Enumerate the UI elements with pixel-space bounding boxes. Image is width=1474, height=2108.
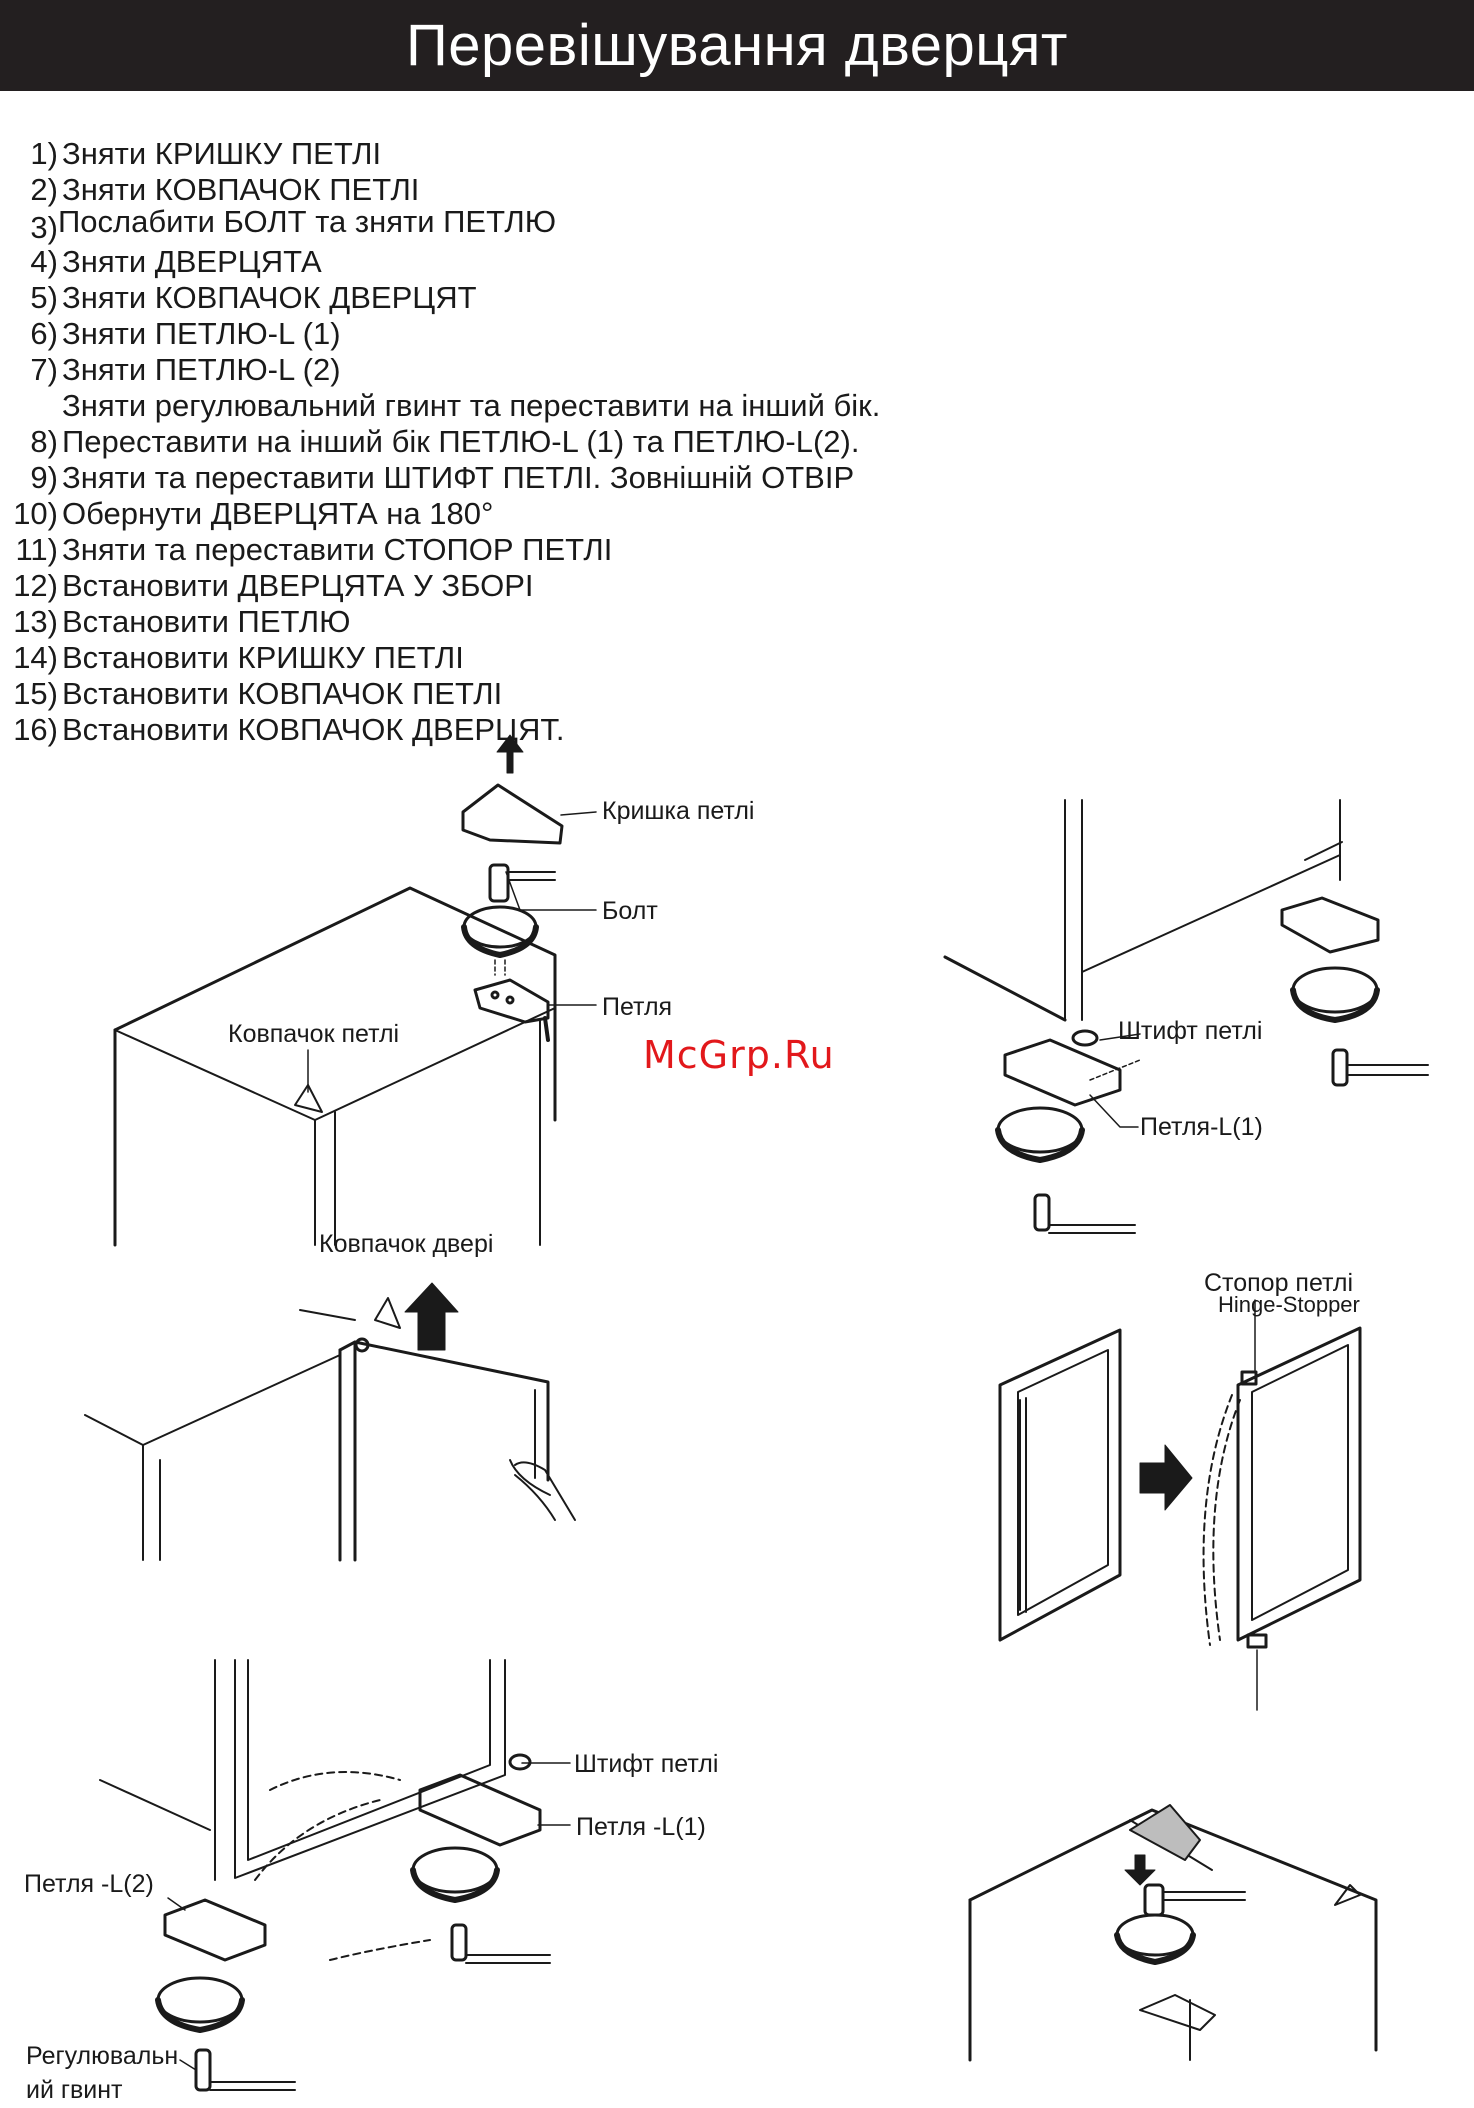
label-bolt: Болт [602, 897, 658, 925]
label-door-cap: Ковпачок двері [319, 1230, 494, 1258]
label-hinge-stopper-ua: Стопор петлі [1204, 1269, 1354, 1297]
hinge-cap-shape [294, 1084, 323, 1113]
diagram-remove-hinge [113, 734, 597, 1247]
bolt-part [461, 863, 556, 958]
hinge-cover-part [461, 734, 564, 845]
diagram-rotate-door [998, 1299, 1362, 1711]
up-arrow-icon [496, 734, 524, 774]
label-hinge-cap: Ковпачок петлі [228, 1020, 400, 1048]
label-hinge: Петля [602, 993, 673, 1021]
label-hinge-pin-1: Штифт петлі [1118, 1017, 1263, 1045]
label-hinge-l2: Петля -L(2) [24, 1870, 154, 1898]
label-hinge-l1-2: Петля -L(1) [576, 1813, 706, 1841]
right-arrow-icon [1139, 1444, 1193, 1511]
diagram-remove-hinge-l1 [943, 799, 1429, 1234]
hinge-part [473, 978, 550, 1042]
label-hinge-pin-2: Штифт петлі [574, 1750, 719, 1778]
diagram-remove-door [84, 1282, 576, 1562]
diagram-swap-hinges [99, 1659, 571, 2092]
label-hinge-cover: Кришка петлі [602, 797, 755, 825]
down-arrow-icon [1124, 1854, 1156, 1886]
door-cap-shape [374, 1297, 401, 1329]
page-header: Перевішування дверцят [0, 0, 1474, 91]
diagram-reinstall [968, 1804, 1378, 2062]
up-arrow-icon [404, 1282, 459, 1351]
label-adjust-screw-line2: ий гвинт [26, 2076, 123, 2104]
label-hinge-stopper-en: Hinge-Stopper [1218, 1292, 1360, 1317]
watermark: McGrp.Ru [643, 1033, 835, 1077]
page-title: Перевішування дверцят [406, 13, 1068, 78]
label-hinge-l1-1: Петля-L(1) [1140, 1113, 1263, 1141]
label-adjust-screw-line1: Регулювальн [26, 2042, 179, 2070]
